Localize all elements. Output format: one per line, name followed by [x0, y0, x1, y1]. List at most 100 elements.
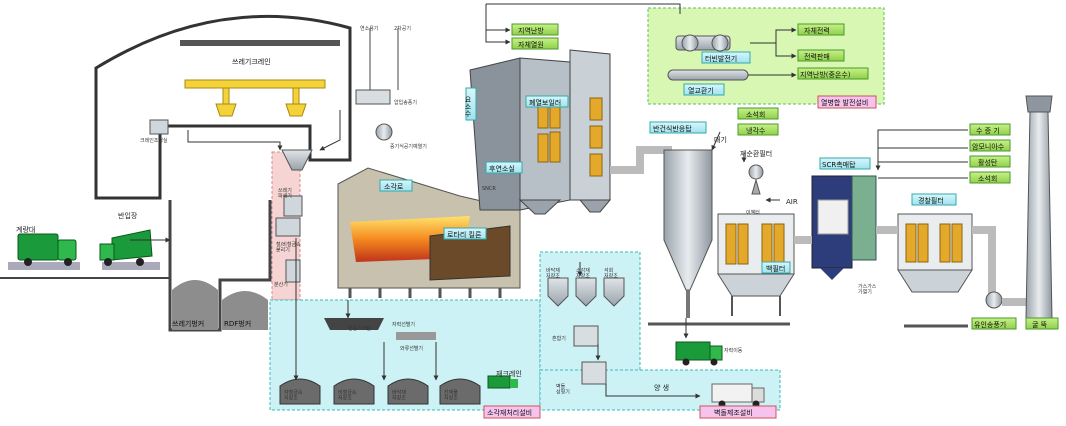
truck-white: [711, 383, 765, 408]
crane-control-room-label: 크레인조정실: [140, 137, 168, 144]
duct-4: [972, 226, 996, 296]
ammonia-tag: [969, 139, 1011, 152]
activated-carbon-label: 활성탄: [978, 158, 998, 167]
crane-rail: [180, 40, 340, 46]
press-body: [581, 361, 607, 385]
air-inlet-label: AIR: [786, 198, 798, 206]
scr-window: [817, 199, 849, 235]
district-heating-label: 지역난방: [518, 26, 544, 35]
gas-heater-body: [851, 175, 877, 261]
self-power-label: 자체전력: [804, 26, 830, 35]
recrane-label: 재크레인: [496, 369, 522, 378]
bag-filter-tag: [761, 261, 791, 274]
crusher: [283, 195, 303, 217]
bagfilter-1-hopper: [717, 273, 795, 297]
separator: [275, 217, 301, 237]
classifier-label: 분산기: [274, 281, 288, 288]
boiler-economizer: [569, 49, 611, 201]
incinerator-tag: [379, 179, 413, 192]
self-heat-tag: [511, 37, 559, 50]
pressure-fan-body: [355, 89, 391, 105]
waste-crane-label: 쓰레기크레인: [232, 57, 271, 66]
brick-silos: [547, 277, 625, 307]
heat-exchanger-tag: [683, 83, 725, 96]
bag-filter-label: 백필터: [766, 264, 785, 273]
afterburner-label: 후연소실: [489, 164, 515, 173]
flue-duct-1: [610, 146, 672, 174]
flow-lines: [130, 3, 968, 399]
steam-air-preheater-label: 증기식공기예열기: [390, 143, 427, 150]
incinerator-label: 소각로: [384, 183, 404, 191]
truck-bricks: [675, 341, 723, 366]
district-heating-hw-label: 지역난방(중온수): [800, 70, 851, 79]
urea-tag: [465, 87, 477, 121]
cogen-section-label: 열병합 발전설비: [821, 98, 868, 107]
turbine-generator: [675, 34, 731, 52]
brick-section-tag: [699, 405, 777, 419]
self-power-tag: [797, 23, 845, 36]
dry-reactor-body: [663, 149, 713, 291]
boiler-tubes: [537, 97, 561, 163]
heat-exchanger-label: 열교환기: [688, 86, 714, 95]
bagfilter-2-bags: [905, 223, 963, 263]
cooling-water-tag: [737, 123, 779, 136]
power-sale-tag: [797, 49, 845, 62]
scr-hopper: [820, 268, 844, 280]
turbine-label: 터빈발전기: [705, 54, 737, 63]
boiler-label: 폐열보일러: [529, 98, 561, 107]
mixer-body: [573, 325, 599, 347]
steam-tag: [969, 123, 1011, 136]
district-heating-tag: [511, 23, 559, 36]
ejector-cone: [751, 178, 761, 195]
id-fan-body: [985, 291, 1003, 309]
vibrating-screen-label: 진동스크린: [348, 325, 371, 332]
magnetic-separator-label: 자력선별기: [392, 321, 415, 328]
economizer-tubes: [589, 97, 603, 177]
slaked-lime-label: 소석회: [746, 110, 765, 119]
classifier-box: [285, 259, 301, 283]
stack-label: 굴 뚝: [1032, 321, 1048, 329]
ejector-label: 이젝터: [746, 209, 760, 216]
slaked-lime-2-label: 소석회: [978, 174, 997, 183]
steam-label: 수 증 기: [976, 126, 1000, 135]
cogeneration-zone: [647, 7, 885, 105]
air-label: 대기: [714, 135, 727, 144]
safety-filter-label: 경찰필터: [918, 196, 944, 205]
ash-section-tag: [483, 405, 541, 419]
curing-label: 양 생: [654, 383, 669, 392]
truck-ash: [487, 375, 518, 389]
loading-dock-label: 반입장: [118, 211, 138, 220]
waste-pile-1: [172, 280, 218, 330]
weighbridge-label: 계량대: [16, 225, 35, 234]
cooling-water-label: 냉각수: [746, 126, 766, 135]
id-fan-label: 유인송풍기: [974, 320, 1006, 329]
bagfilter-1-legs: [731, 296, 781, 316]
pressure-fan-label: 압입송풍기: [394, 99, 417, 106]
crane-room-box: [149, 119, 169, 135]
combustion-air-fan-label: 연소용기: [360, 25, 378, 32]
boiler-hopper-2: [578, 199, 612, 213]
cogen-section-tag: [817, 95, 877, 109]
truck-weighbridge: [17, 233, 77, 266]
brick-section-label: 벽돌제조설비: [714, 408, 753, 417]
safety-filter-tag: [911, 193, 957, 206]
heat-exchanger-body: [667, 69, 749, 81]
rdf-bunker-label: RDF벙커: [224, 319, 251, 328]
separator-belt: [396, 332, 436, 340]
reactor-leg: [686, 290, 690, 318]
fly-ash-bag-label: 자력이동: [724, 347, 743, 354]
eddy-screen-label: 와류선별기: [400, 345, 423, 352]
afterburner-tag: [485, 161, 523, 174]
circulation-filter-label: 재순환필터: [740, 149, 772, 158]
building-outline: [94, 15, 352, 200]
boiler-hopper-1: [518, 199, 562, 215]
